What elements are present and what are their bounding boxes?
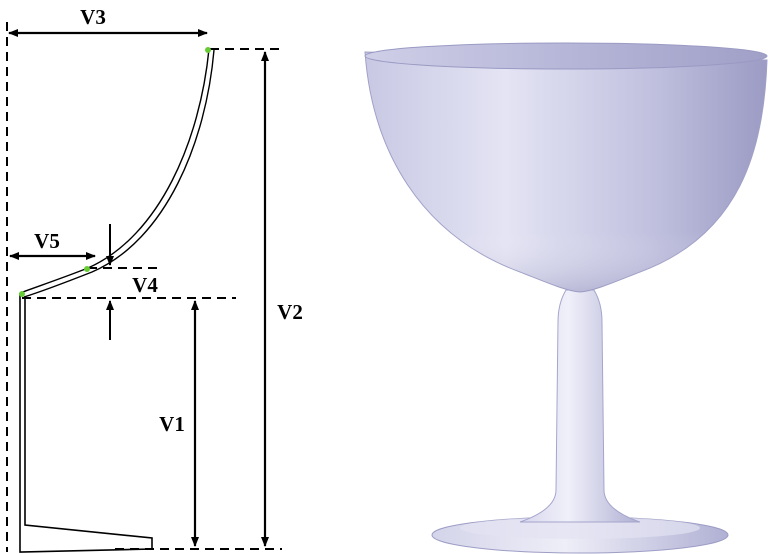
goblet-stem	[519, 289, 641, 523]
goblet-rim	[364, 42, 768, 70]
stem-foot-profile	[19, 293, 153, 553]
control-point-mid	[84, 266, 90, 272]
bowl-inner-profile	[23, 49, 215, 298]
profile-drawing: V3 V2 V1 V5 V4	[6, 5, 303, 553]
v3-label: V3	[80, 5, 106, 29]
bowl-outer-profile	[19, 48, 210, 294]
goblet-3d-render	[364, 42, 768, 554]
v2-label: V2	[277, 300, 303, 324]
v5-label: V5	[34, 229, 60, 253]
control-point-top	[205, 47, 211, 53]
control-point-stem	[19, 291, 25, 297]
v1-label: V1	[159, 412, 185, 436]
goblet-bowl-shading	[365, 52, 767, 292]
v4-label: V4	[132, 273, 158, 297]
